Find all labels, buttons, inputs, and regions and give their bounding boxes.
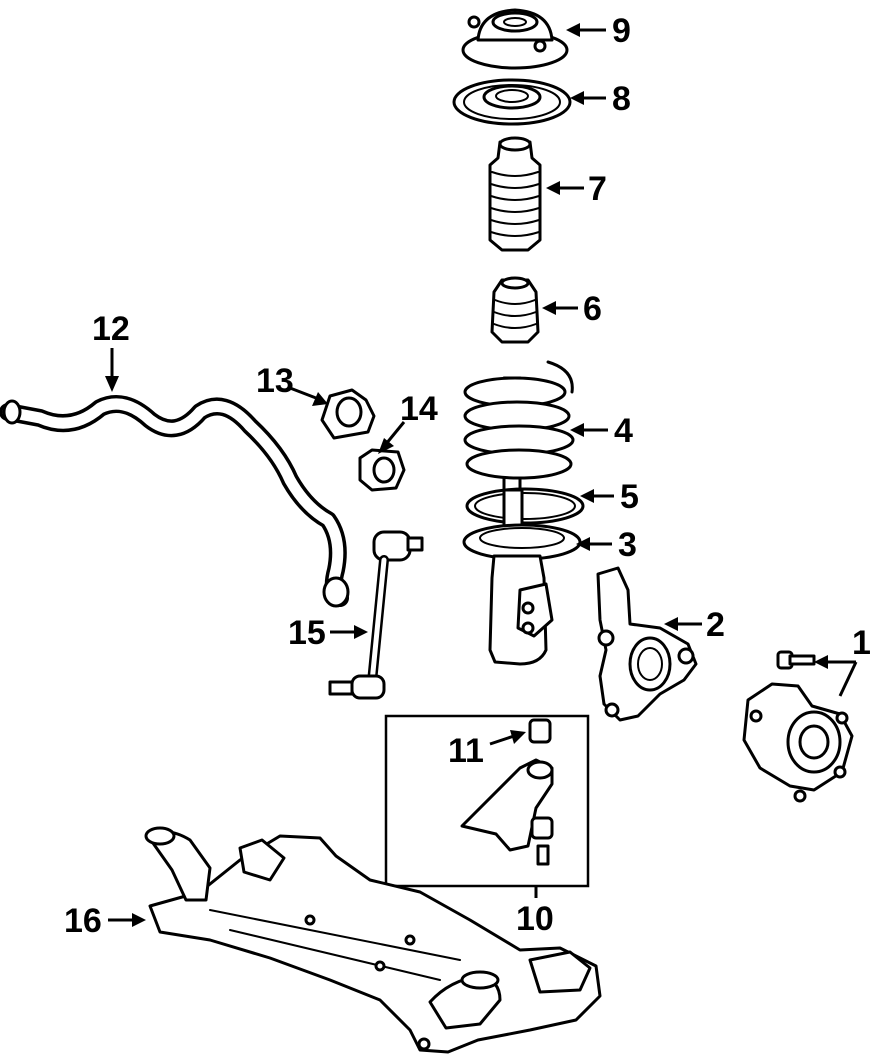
- callout-14-label: 14: [400, 390, 438, 428]
- control-arm-box: [384, 714, 590, 898]
- strut-assembly: [462, 488, 582, 666]
- callout-8-label: 8: [612, 80, 631, 118]
- callout-2-label: 2: [706, 606, 725, 644]
- mount-bearing: [452, 78, 572, 126]
- callout-10: 10: [516, 900, 554, 938]
- callout-3-label: 3: [618, 526, 637, 564]
- callout-14: 14: [378, 390, 438, 454]
- callout-1-label: 1: [852, 624, 871, 662]
- callout-6: 6: [542, 290, 602, 328]
- callout-2: 2: [664, 606, 725, 644]
- callout-4: 4: [570, 412, 633, 450]
- callout-4-label: 4: [614, 412, 633, 450]
- callout-8: 8: [570, 80, 631, 118]
- callout-11: 11: [448, 730, 526, 770]
- callout-5-label: 5: [620, 478, 639, 516]
- callout-16-label: 16: [64, 902, 102, 940]
- callout-12-label: 12: [92, 310, 130, 348]
- callout-13-label: 13: [256, 362, 294, 400]
- strut-boot: [488, 136, 542, 252]
- stabilizer-link: [328, 530, 424, 700]
- callout-7-label: 7: [588, 170, 607, 208]
- callout-15: 15: [288, 614, 368, 652]
- engine-crossmember: [144, 826, 602, 1054]
- callout-7: 7: [546, 170, 607, 208]
- callout-13: 13: [256, 362, 328, 406]
- bump-stop: [490, 276, 540, 344]
- callout-9: 9: [566, 12, 631, 50]
- callout-9-label: 9: [612, 12, 631, 50]
- strut-mount: [461, 8, 569, 70]
- callout-16: 16: [64, 902, 146, 940]
- hub-bolt: [776, 650, 816, 670]
- callout-6-label: 6: [583, 290, 602, 328]
- wheel-hub: [742, 682, 854, 803]
- stabilizer-bracket: [320, 388, 376, 440]
- coil-spring: [463, 360, 575, 500]
- stabilizer-bushing: [358, 448, 406, 492]
- callout-10-label: 10: [516, 900, 554, 938]
- lower-control-arm: [460, 758, 554, 866]
- control-arm-bushing: [528, 718, 552, 744]
- callout-1: 1: [814, 624, 871, 697]
- callout-5: 5: [580, 478, 639, 516]
- callout-11-label: 11: [448, 732, 484, 770]
- steering-knuckle: [596, 566, 698, 722]
- spring-insulator: [465, 487, 585, 525]
- callout-3: 3: [576, 526, 637, 564]
- callout-15-label: 15: [288, 614, 326, 652]
- stabilizer-bar: [0, 395, 350, 608]
- callout-12: 12: [92, 310, 130, 392]
